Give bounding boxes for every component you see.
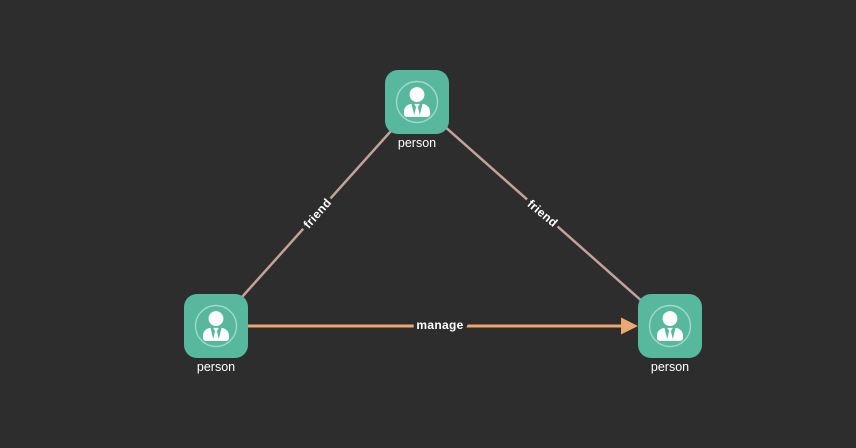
edge-label-manage[interactable]: manage	[413, 315, 467, 336]
arrowhead-icon	[621, 317, 638, 335]
node-label: person	[197, 360, 235, 374]
edge-friend-right[interactable]	[416, 101, 671, 327]
node-person-right[interactable]: person	[638, 294, 702, 376]
node-person-left[interactable]: person	[184, 294, 248, 376]
user-tie-icon	[203, 311, 229, 341]
edge-label-friend-left[interactable]: friend	[297, 192, 338, 235]
user-tie-icon	[657, 311, 683, 341]
person-icon-ring	[194, 304, 238, 348]
edge-friend-left[interactable]	[215, 101, 418, 327]
node-person-top[interactable]: person	[385, 70, 449, 152]
edge-label-group: friend friend manage	[297, 192, 564, 336]
person-icon-ring	[648, 304, 692, 348]
node-label: person	[651, 360, 689, 374]
user-tie-icon	[404, 87, 430, 117]
person-icon-ring	[395, 80, 439, 124]
edge-group	[215, 101, 671, 335]
edge-label-friend-right[interactable]: friend	[521, 193, 564, 233]
node-label: person	[398, 136, 436, 150]
